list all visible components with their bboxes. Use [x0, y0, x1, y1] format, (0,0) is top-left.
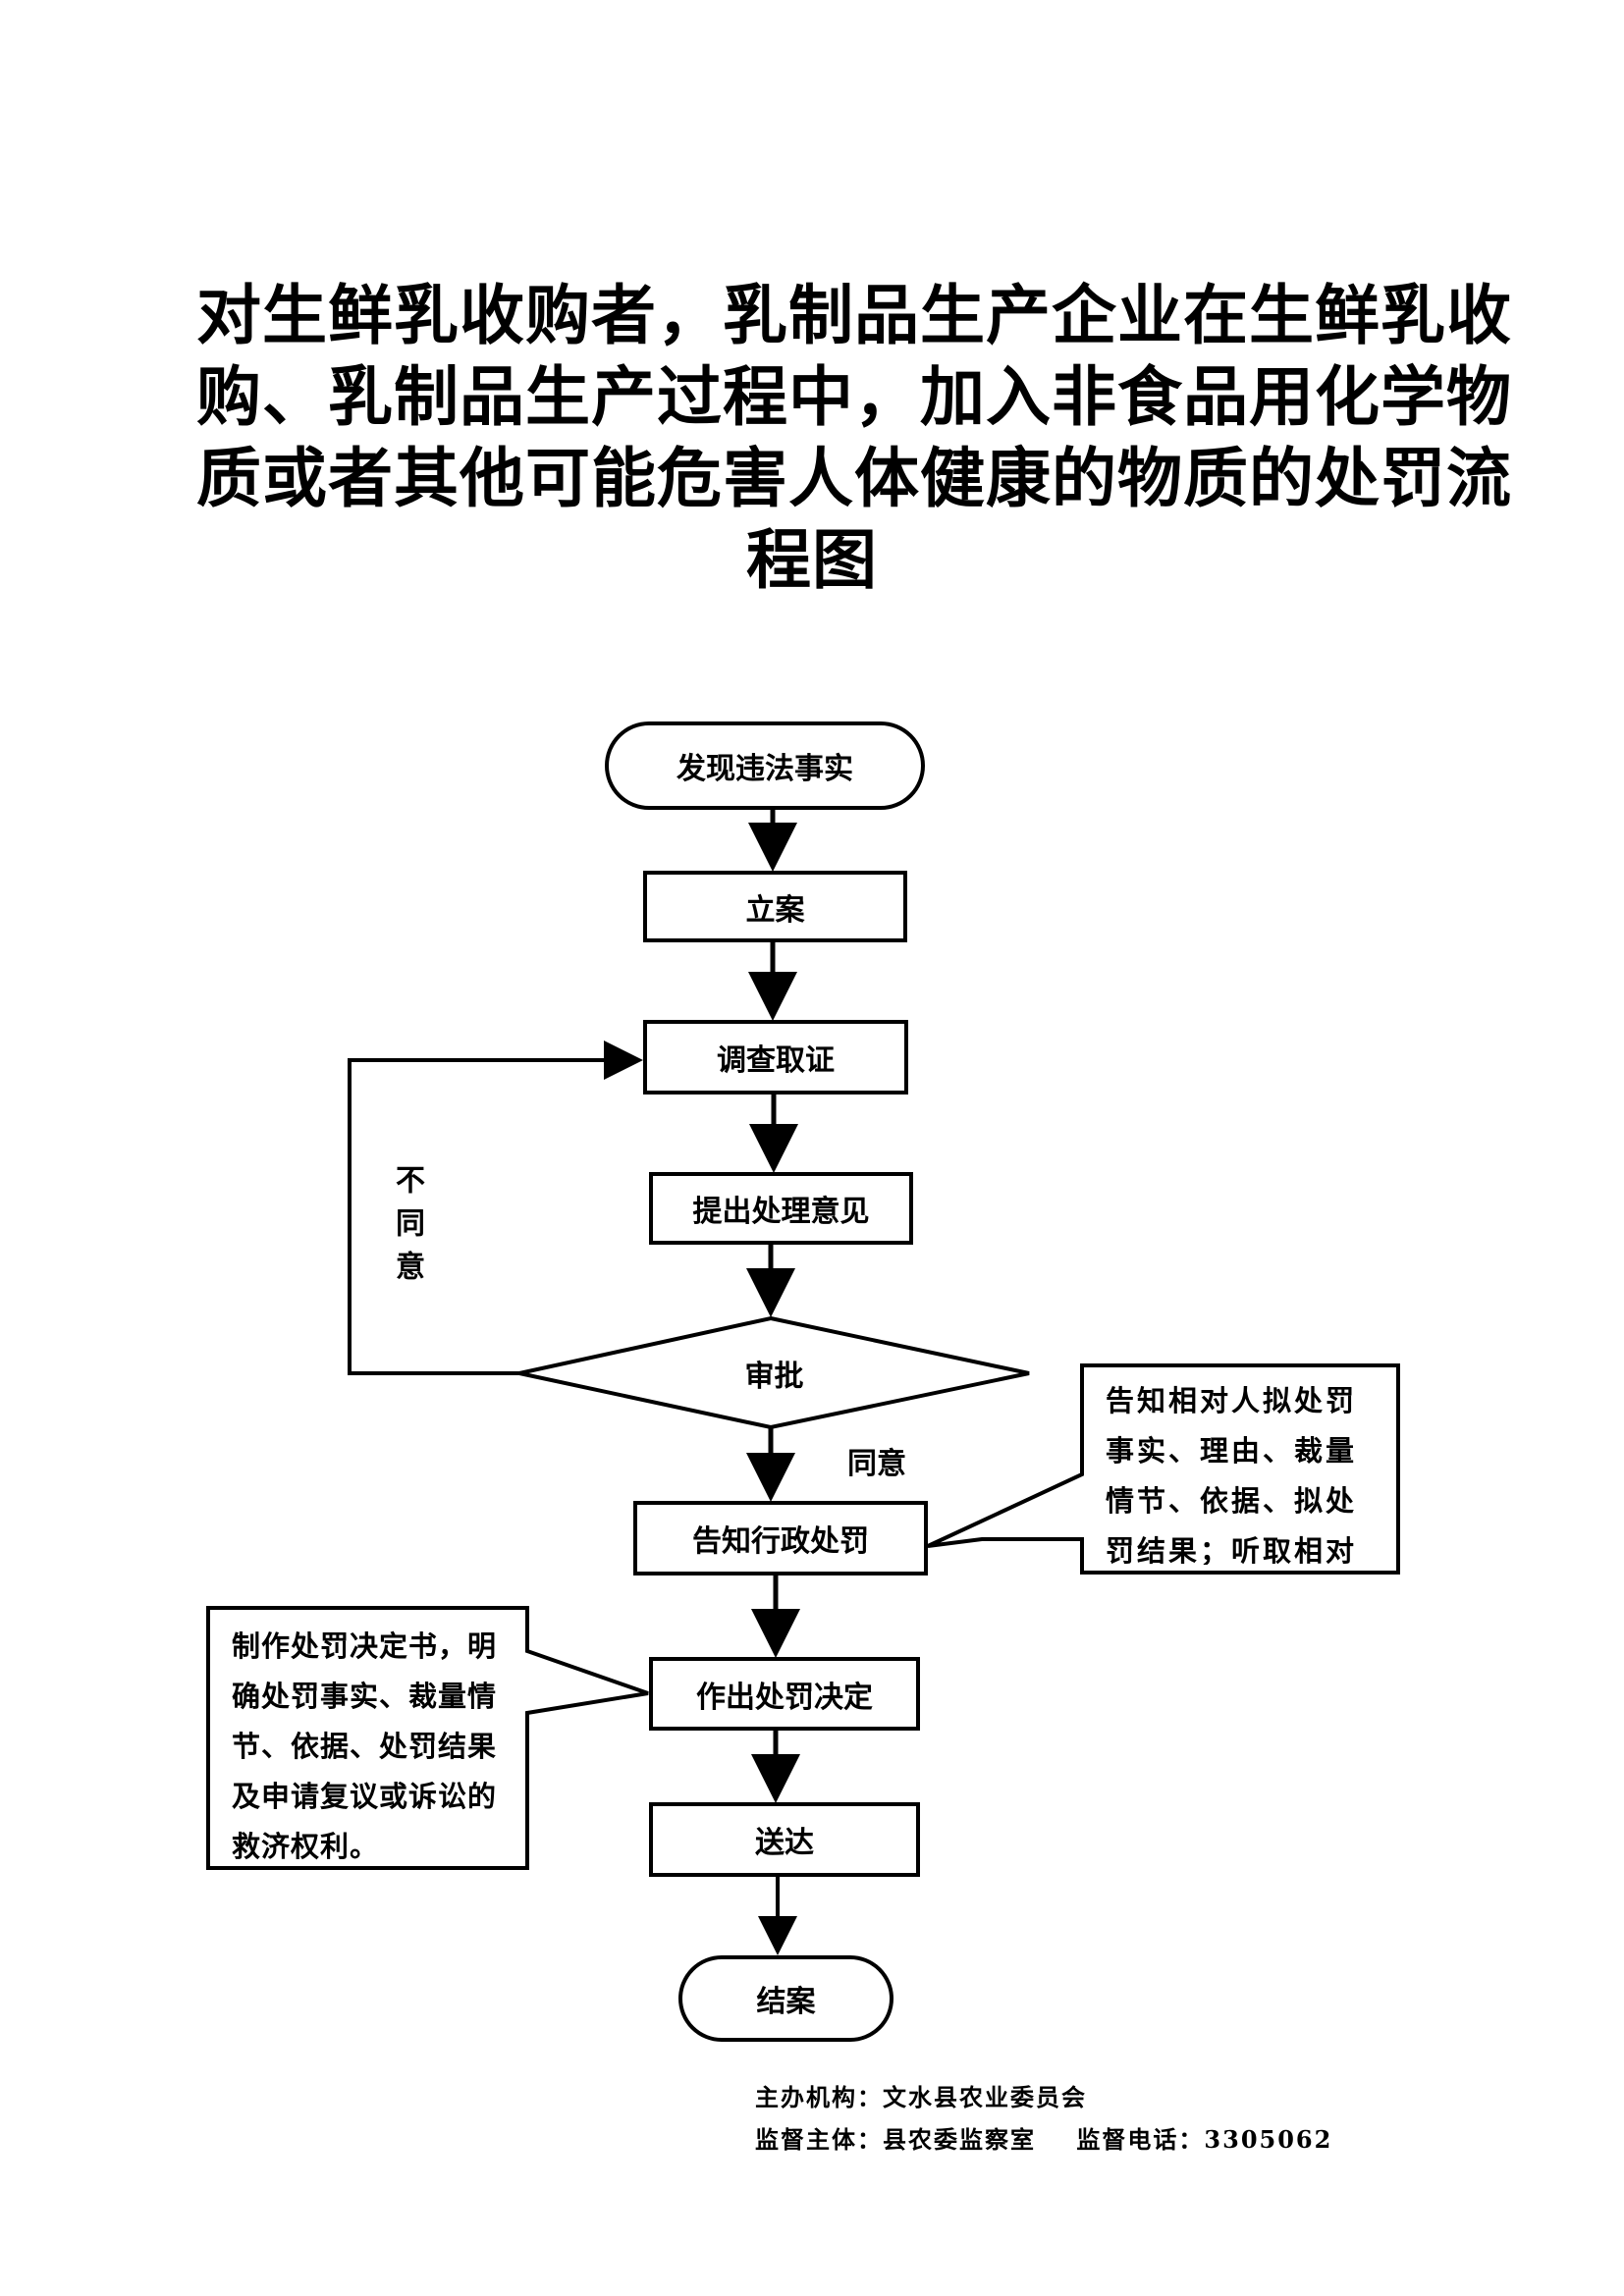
- footer-supervisor: 监督主体：县农委监察室 监督电话：3305062: [755, 2125, 1333, 2154]
- start-terminal: [605, 721, 925, 810]
- document-title: 对生鲜乳收购者，乳制品生产企业在生鲜乳收 购、乳制品生产过程中，加入非食品用化学…: [196, 275, 1512, 601]
- title-line-2: 购、乳制品生产过程中，加入非食品用化学物: [196, 359, 1512, 435]
- notify-box: [633, 1501, 928, 1575]
- title-line-3: 质或者其他可能危害人体健康的物质的处罚流: [196, 441, 1512, 516]
- edge-approve-reject-loop: [348, 1041, 643, 1375]
- decide-box: [649, 1657, 920, 1731]
- end-label: 结案: [756, 1985, 816, 2019]
- start-label: 发现违法事实: [677, 752, 853, 786]
- title-line-1: 对生鲜乳收购者，乳制品生产企业在生鲜乳收: [196, 278, 1512, 353]
- agree-edge-label: 同意: [847, 1447, 906, 1481]
- file-case-label: 立案: [745, 892, 805, 928]
- investigate-label: 调查取证: [717, 1043, 835, 1078]
- notify-note-callout: [927, 1363, 1400, 1575]
- notify-label: 告知行政处罚: [692, 1524, 869, 1559]
- reject-edge-label: 不同意: [390, 1164, 424, 1294]
- decide-note-text: 制作处罚决定书，明确处罚事实、裁量情节、依据、处罚结果及申请复议或诉讼的救济权利…: [232, 1629, 498, 1862]
- decide-label: 作出处罚决定: [696, 1680, 873, 1715]
- decide-note-callout: [206, 1606, 649, 1870]
- footer-organizer: 主办机构：文水县农业委员会: [755, 2083, 1087, 2111]
- end-terminal: [678, 1955, 893, 2042]
- deliver-label: 送达: [755, 1826, 814, 1860]
- approve-label: 审批: [744, 1359, 804, 1394]
- notify-note-text: 告知相对人拟处罚事实、理由、裁量情节、依据、拟处罚结果；听取相对人的陈: [1106, 1384, 1358, 1565]
- title-line-4: 程图: [746, 522, 878, 598]
- propose-box: [649, 1172, 913, 1245]
- propose-label: 提出处理意见: [692, 1195, 870, 1229]
- deliver-box: [649, 1802, 920, 1877]
